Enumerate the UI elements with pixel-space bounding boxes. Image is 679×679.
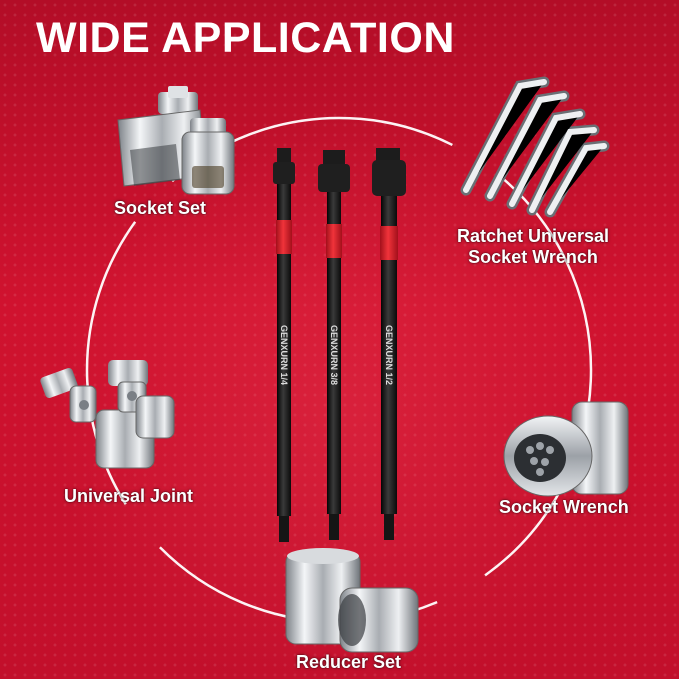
reducer-set-icon bbox=[285, 548, 419, 653]
headline: WIDE APPLICATION bbox=[36, 14, 455, 62]
label-universal-joint-text: Universal Joint bbox=[64, 486, 194, 506]
extension-3-print: GENXURN 1/2 bbox=[384, 325, 394, 385]
label-reducer-set-text: Reducer Set bbox=[296, 652, 402, 672]
impact-extension-bar-icon bbox=[273, 148, 406, 542]
extension-3-brand: GENXURN bbox=[384, 324, 394, 370]
label-socket-set-text: Socket Set bbox=[114, 198, 207, 218]
universal-joint-icon bbox=[40, 360, 175, 469]
label-universal-joint: Universal Joint bbox=[64, 486, 193, 507]
extension-3-size: 1/2 bbox=[384, 372, 394, 386]
extension-2-size: 3/8 bbox=[329, 372, 339, 386]
socket-wrench-icon bbox=[503, 401, 629, 497]
ratchet-wrench-icon bbox=[460, 76, 610, 218]
label-socket-set: Socket Set bbox=[114, 198, 206, 219]
extension-2-print: GENXURN 3/8 bbox=[329, 325, 339, 385]
socket-set-icon bbox=[117, 86, 235, 195]
extension-2-brand: GENXURN bbox=[329, 324, 339, 370]
extension-1-brand: GENXURN bbox=[279, 324, 289, 370]
extension-1-print: GENXURN 1/4 bbox=[279, 325, 289, 385]
label-reducer-set: Reducer Set bbox=[296, 652, 401, 673]
label-socket-wrench-text: Socket Wrench bbox=[499, 497, 629, 517]
label-ratchet-line1: Ratchet Universal bbox=[457, 226, 610, 246]
label-ratchet-line2: Socket Wrench bbox=[468, 247, 598, 267]
label-socket-wrench: Socket Wrench bbox=[499, 497, 629, 518]
extension-1-size: 1/4 bbox=[279, 372, 289, 386]
label-ratchet-wrench: Ratchet Universal Socket Wrench bbox=[457, 226, 609, 268]
